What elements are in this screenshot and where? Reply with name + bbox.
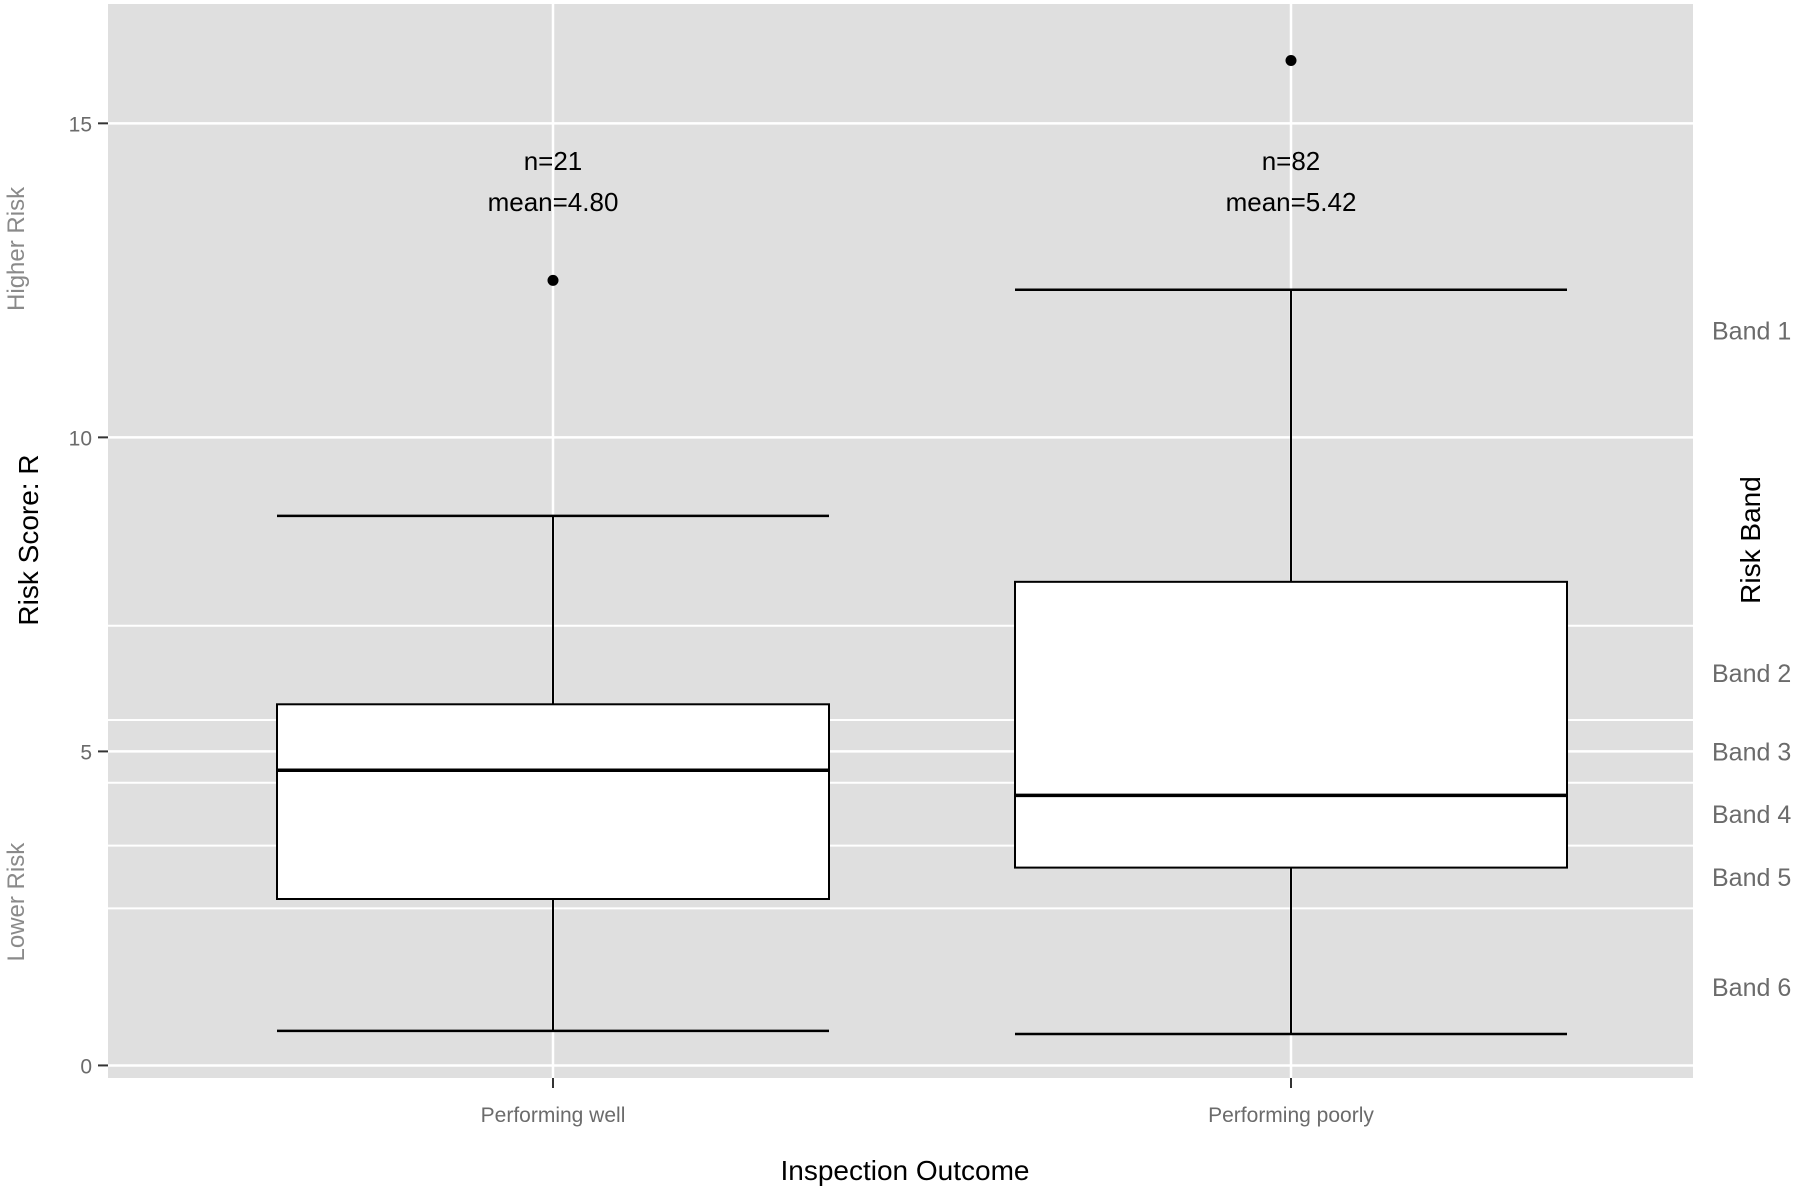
annotation-mean: mean=4.80 [488,187,619,217]
risk-band-label: Band 3 [1712,738,1791,766]
y-axis-title: Risk Score: R [13,454,44,625]
risk-band-label: Band 5 [1712,864,1791,892]
plot-panel [108,4,1693,1078]
annotation-n: n=21 [524,146,583,176]
annotation-n: n=82 [1262,146,1321,176]
lower-risk-note: Lower Risk [3,842,30,962]
higher-risk-note: Higher Risk [3,186,30,311]
annotations: n=21 mean=4.80 n=82 mean=5.42 [488,146,1357,217]
box-group [1014,55,1568,1036]
risk-band-axis-title: Risk Band [1735,476,1766,604]
outlier-point [1285,55,1297,67]
panel-background [108,4,1693,1078]
y-tick-label: 10 [69,427,92,450]
axes: Performing well Performing poorly 0 5 10 15Ba… [3,113,1791,1127]
x-tick-label: Performing well [481,1104,626,1127]
risk-band-label: Band 4 [1712,801,1791,829]
x-tick-label: Performing poorly [1208,1104,1374,1127]
risk-band-label: Band 6 [1712,974,1791,1002]
boxes [276,55,1568,1036]
box-iqr [1014,580,1568,869]
box-group [276,274,830,1033]
y-tick-label: 5 [80,741,92,764]
outlier-point [547,274,559,286]
y-tick-label: 0 [80,1055,92,1078]
annotation-mean: mean=5.42 [1226,187,1357,217]
box-iqr [276,703,830,900]
risk-band-label: Band 2 [1712,660,1791,688]
x-axis-title: Inspection Outcome [780,1155,1029,1186]
risk-band-label: Band 1 [1712,318,1791,346]
y-tick-label: 15 [69,113,92,136]
